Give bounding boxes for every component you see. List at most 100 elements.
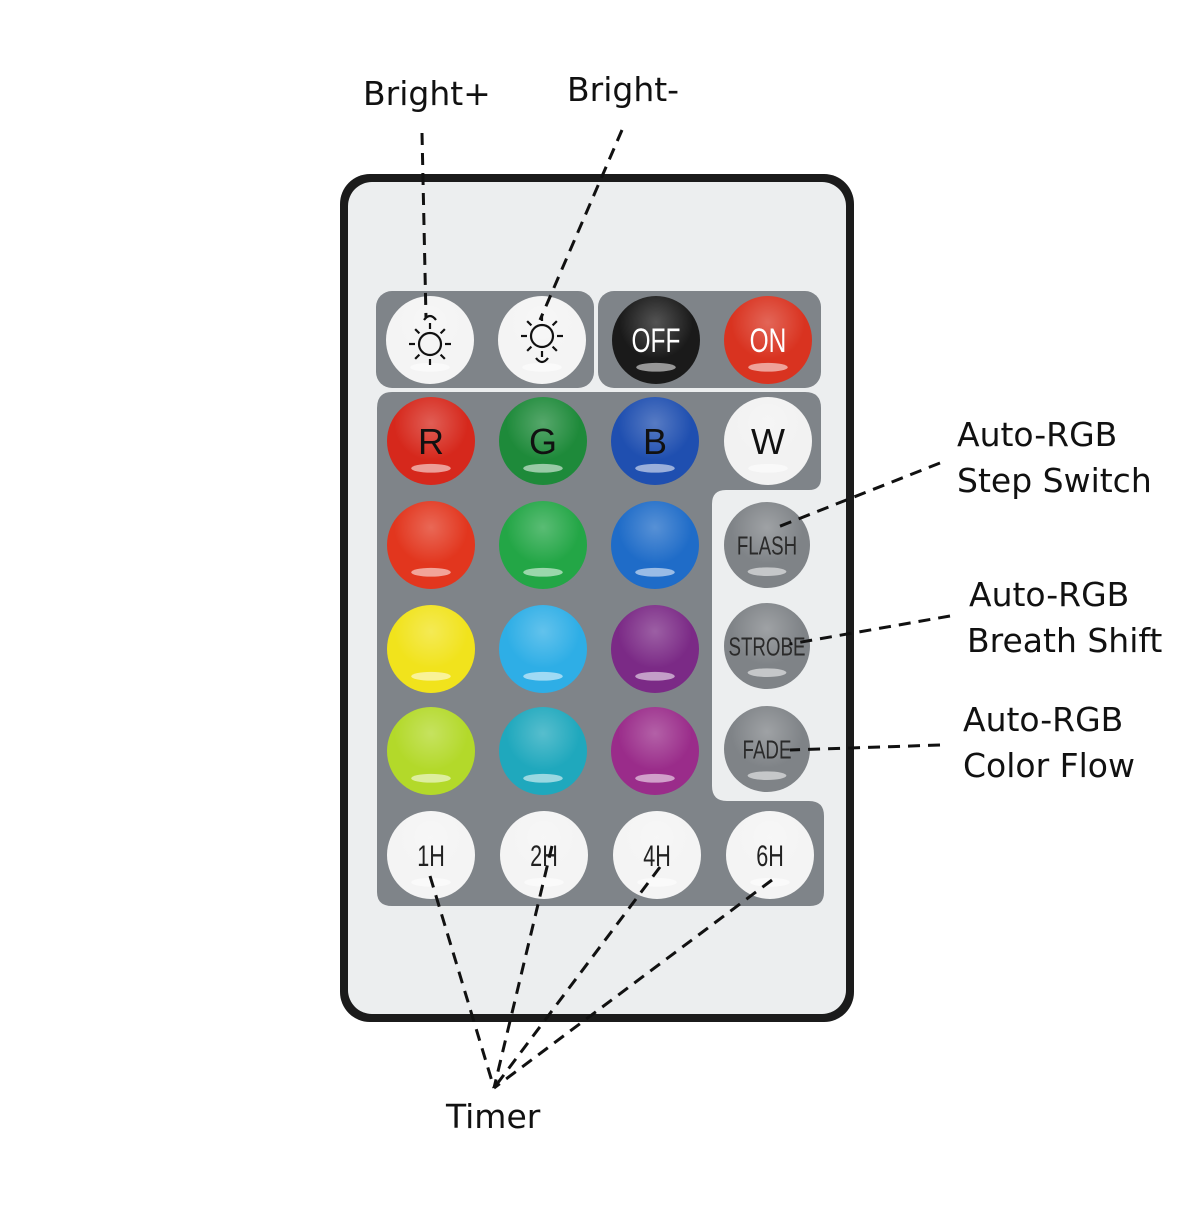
color-button-r1-c4[interactable]: W	[724, 397, 812, 485]
timer-button-6h-gloss	[726, 811, 814, 899]
color-button-r2-c1[interactable]	[387, 501, 475, 589]
color-button-r1-c2-highlight	[523, 463, 563, 473]
color-button-r3-c3-gloss	[611, 605, 699, 693]
mode-button-strobe-label: STROBE	[729, 631, 806, 661]
brightness-down-button[interactable]	[498, 296, 586, 384]
label-step-switch-line2: Step Switch	[957, 461, 1152, 500]
leader-timer-6h	[493, 878, 773, 1090]
label-color-flow-line1: Auto-RGB	[963, 700, 1124, 739]
color-button-r4-c3-gloss	[611, 707, 699, 795]
color-button-r1-c2[interactable]: G	[499, 397, 587, 485]
label-bright-minus: Bright-	[567, 70, 680, 109]
brightness-up-button-highlight	[410, 362, 450, 372]
label-breath-shift-line2: Breath Shift	[967, 621, 1163, 660]
color-button-r1-c4-label: W	[751, 421, 785, 462]
label-color-flow: Auto-RGB Color Flow	[963, 697, 1135, 789]
color-button-r1-c3-label: B	[643, 421, 667, 462]
off-button-gloss	[612, 296, 700, 384]
color-button-r4-c1[interactable]	[387, 707, 475, 795]
timer-button-4h-highlight	[637, 877, 677, 887]
label-breath-shift: Auto-RGB Breath Shift	[967, 572, 1162, 664]
leader-breath-shift	[789, 614, 951, 646]
brightness-up-button-gloss	[386, 296, 474, 384]
timer-button-2h-gloss	[500, 811, 588, 899]
timer-button-4h-label: 4H	[643, 838, 671, 872]
color-button-r4-c2-gloss	[499, 707, 587, 795]
color-button-r3-c3-highlight	[635, 671, 675, 681]
color-button-r2-c2[interactable]	[499, 501, 587, 589]
on-button-gloss	[724, 296, 812, 384]
color-button-r2-c3-gloss	[611, 501, 699, 589]
color-button-r3-c1-highlight	[411, 671, 451, 681]
mode-button-flash[interactable]: FLASH	[724, 502, 810, 588]
leader-bright-plus	[420, 132, 428, 319]
brightness-up-icon-arrow	[423, 314, 437, 321]
brightness-up-icon	[409, 314, 451, 365]
color-button-r3-c1-gloss	[387, 605, 475, 693]
timer-button-6h[interactable]: 6H	[726, 811, 814, 899]
off-button[interactable]: OFF	[612, 296, 700, 384]
brightness-down-icon-core	[529, 323, 555, 349]
color-button-r4-c2-highlight	[523, 773, 563, 783]
timer-button-6h-label: 6H	[756, 838, 784, 872]
main-panel	[377, 392, 824, 906]
on-button[interactable]: ON	[724, 296, 812, 384]
brightness-down-icon-ray	[526, 320, 533, 327]
color-button-r4-c1-highlight	[411, 773, 451, 783]
brightness-up-icon-ray	[414, 328, 421, 335]
color-button-r3-c2-highlight	[523, 671, 563, 681]
brightness-down-icon-arrow	[535, 357, 549, 364]
color-button-r3-c2[interactable]	[499, 605, 587, 693]
color-button-r3-c1[interactable]	[387, 605, 475, 693]
color-button-r4-c3[interactable]	[611, 707, 699, 795]
on-button-highlight	[748, 362, 788, 372]
leader-timer-1h	[428, 875, 496, 1089]
brightness-up-button[interactable]	[386, 296, 474, 384]
timer-button-4h-gloss	[613, 811, 701, 899]
leader-bright-minus	[538, 129, 624, 321]
brightness-down-icon	[521, 315, 563, 364]
mode-button-flash-label: FLASH	[737, 530, 797, 560]
brightness-down-icon-ray	[526, 345, 533, 352]
color-button-r2-c3[interactable]	[611, 501, 699, 589]
mode-button-strobe-highlight	[747, 668, 787, 677]
mode-button-fade-label: FADE	[743, 734, 792, 764]
brightness-down-icon-ray	[551, 345, 558, 352]
color-button-r1-c1-label: R	[418, 421, 444, 462]
mode-button-flash-highlight	[747, 567, 787, 576]
color-button-r1-c4-highlight	[748, 463, 788, 473]
timer-button-2h[interactable]: 2H	[500, 811, 588, 899]
mode-button-strobe-gloss	[724, 603, 810, 689]
brightness-down-button-gloss	[498, 296, 586, 384]
label-breath-shift-line1: Auto-RGB	[969, 575, 1130, 614]
mode-button-fade-gloss	[724, 706, 810, 792]
mode-button-fade[interactable]: FADE	[724, 706, 810, 792]
timer-button-4h[interactable]: 4H	[613, 811, 701, 899]
leader-timer-2h	[492, 845, 554, 1089]
color-button-r4-c2[interactable]	[499, 707, 587, 795]
label-bright-plus: Bright+	[363, 74, 491, 113]
brightness-up-icon-ray	[439, 328, 446, 335]
color-button-r2-c1-highlight	[411, 567, 451, 577]
label-color-flow-line2: Color Flow	[963, 746, 1135, 785]
mode-button-fade-highlight	[747, 771, 787, 780]
color-button-r2-c3-highlight	[635, 567, 675, 577]
color-button-r1-c3[interactable]: B	[611, 397, 699, 485]
brightness-up-icon-core	[417, 331, 443, 357]
mode-button-strobe[interactable]: STROBE	[724, 603, 810, 689]
timer-button-1h[interactable]: 1H	[387, 811, 475, 899]
timer-button-2h-highlight	[524, 877, 564, 887]
color-button-r1-c3-gloss	[611, 397, 699, 485]
brightness-up-icon-ray	[414, 353, 421, 360]
color-button-r1-c1[interactable]: R	[387, 397, 475, 485]
color-button-r1-c4-gloss	[724, 397, 812, 485]
color-button-r1-c3-highlight	[635, 463, 675, 473]
color-button-r3-c3[interactable]	[611, 605, 699, 693]
off-button-highlight	[636, 362, 676, 372]
brightness-down-button-highlight	[522, 362, 562, 372]
off-button-label: OFF	[632, 322, 681, 360]
color-button-r2-c2-highlight	[523, 567, 563, 577]
color-button-r1-c2-label: G	[529, 421, 557, 462]
